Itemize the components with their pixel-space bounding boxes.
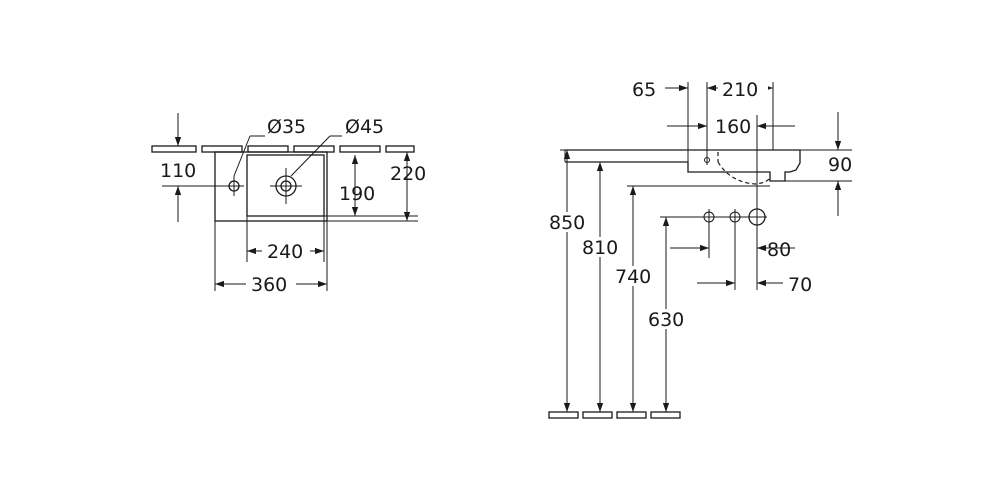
total-depth-label: 220 [390, 163, 426, 185]
dim-740-label: 740 [615, 266, 651, 288]
tap-hole [270, 168, 302, 204]
dim-210-label: 210 [722, 79, 758, 101]
dim-810-label: 810 [582, 237, 618, 259]
floor-strip [548, 411, 681, 419]
dim-65-label: 65 [632, 79, 656, 101]
basin-width-label: 240 [267, 241, 303, 263]
dim-90-label: 90 [828, 154, 852, 176]
dim-160-label: 160 [715, 116, 751, 138]
dim-70-label: 70 [788, 274, 812, 296]
overflow-diameter-label: Ø35 [267, 116, 306, 138]
dim-630-label: 630 [648, 309, 684, 331]
dim-850-label: 850 [549, 212, 585, 234]
side-view: 65 210 160 90 80 70 [548, 78, 852, 419]
top-view: Ø35 Ø45 110 190 220 240 360 [151, 113, 426, 296]
basin-depth-label: 190 [339, 183, 375, 205]
dim-80-label: 80 [767, 239, 791, 261]
basin-bowl [246, 154, 325, 217]
total-width-label: 360 [251, 274, 287, 296]
tap-diameter-label: Ø45 [345, 116, 384, 138]
wall-strip [151, 145, 415, 153]
hole-offset-label: 110 [160, 160, 196, 182]
